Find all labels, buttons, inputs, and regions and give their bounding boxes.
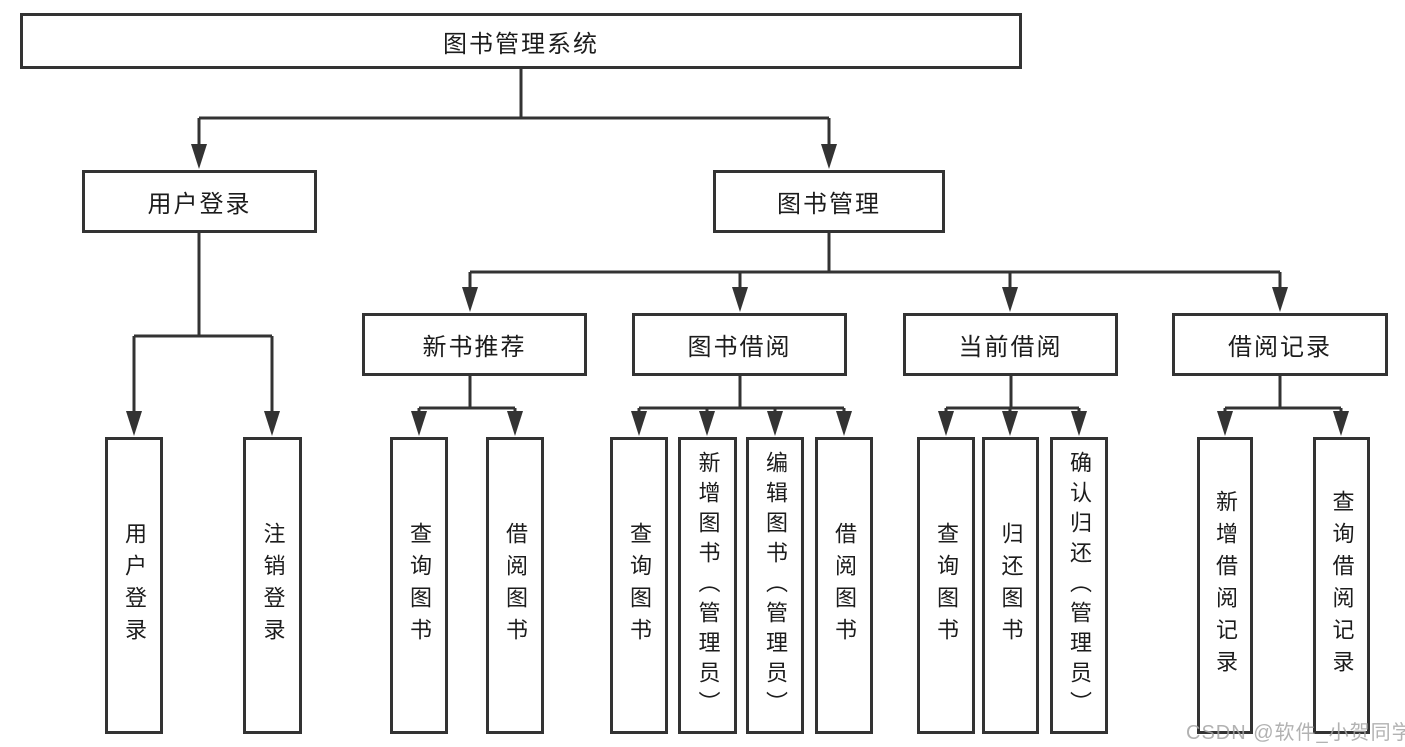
node-new-book-rec: 新书推荐 [362, 313, 587, 376]
node-current-borrow: 当前借阅 [903, 313, 1118, 376]
leaf-bb-borrow: 借阅图书 [815, 437, 873, 734]
leaf-bb-edit-label: 编辑图书（管理员） [763, 450, 788, 721]
connector-book-mgmt-to-level3 [462, 233, 1288, 312]
leaf-user-login-label: 用户登录 [122, 521, 147, 650]
leaf-bb-borrow-label: 借阅图书 [832, 521, 857, 650]
connector-current-borrow-to-leaves [938, 376, 1087, 436]
leaf-cb-query-label: 查询图书 [934, 521, 959, 650]
leaf-user-login: 用户登录 [105, 437, 163, 734]
connector-book-borrow-to-leaves [631, 376, 852, 436]
node-book-mgmt: 图书管理 [713, 170, 945, 233]
node-borrow-records-label: 借阅记录 [1228, 334, 1332, 361]
node-new-book-rec-label: 新书推荐 [422, 334, 527, 361]
node-root-label: 图书管理系统 [443, 30, 599, 58]
leaf-bb-add: 新增图书（管理员） [678, 437, 737, 734]
node-book-mgmt-label: 图书管理 [777, 191, 881, 218]
leaf-cb-return: 归还图书 [982, 437, 1039, 734]
leaf-cb-confirm-label: 确认归还（管理员） [1067, 450, 1092, 721]
leaf-bb-edit: 编辑图书（管理员） [746, 437, 804, 734]
node-user-login: 用户登录 [82, 170, 317, 233]
leaf-cb-confirm: 确认归还（管理员） [1050, 437, 1108, 734]
leaf-logout-label: 注销登录 [260, 521, 286, 650]
leaf-bb-add-label: 新增图书（管理员） [695, 450, 721, 721]
leaf-br-query-label: 查询借阅记录 [1329, 489, 1355, 682]
leaf-cb-query: 查询图书 [917, 437, 975, 734]
connector-borrow-records-to-leaves [1217, 376, 1349, 436]
node-user-login-label: 用户登录 [147, 191, 252, 218]
node-current-borrow-label: 当前借阅 [958, 334, 1063, 361]
node-book-borrow: 图书借阅 [632, 313, 847, 376]
csdn-watermark: CSDN @软件_小贺同学 [1186, 722, 1405, 744]
node-root: 图书管理系统 [20, 13, 1022, 69]
connector-root-to-level2 [191, 68, 837, 169]
node-book-borrow-label: 图书借阅 [687, 334, 792, 361]
connector-new-book-rec-to-leaves [411, 376, 523, 436]
leaf-cb-return-label: 归还图书 [998, 521, 1024, 650]
leaf-nbr-query: 查询图书 [390, 437, 448, 734]
leaf-br-query: 查询借阅记录 [1313, 437, 1370, 734]
node-borrow-records: 借阅记录 [1172, 313, 1388, 376]
leaf-bb-query-label: 查询图书 [627, 521, 652, 650]
leaf-br-add-label: 新增借阅记录 [1213, 489, 1238, 682]
leaf-nbr-query-label: 查询图书 [407, 521, 432, 650]
leaf-bb-query: 查询图书 [610, 437, 668, 734]
connector-user-login-to-leaves [126, 233, 280, 436]
leaf-br-add: 新增借阅记录 [1197, 437, 1253, 734]
leaf-nbr-borrow: 借阅图书 [486, 437, 544, 734]
leaf-logout: 注销登录 [243, 437, 302, 734]
leaf-nbr-borrow-label: 借阅图书 [503, 521, 528, 650]
